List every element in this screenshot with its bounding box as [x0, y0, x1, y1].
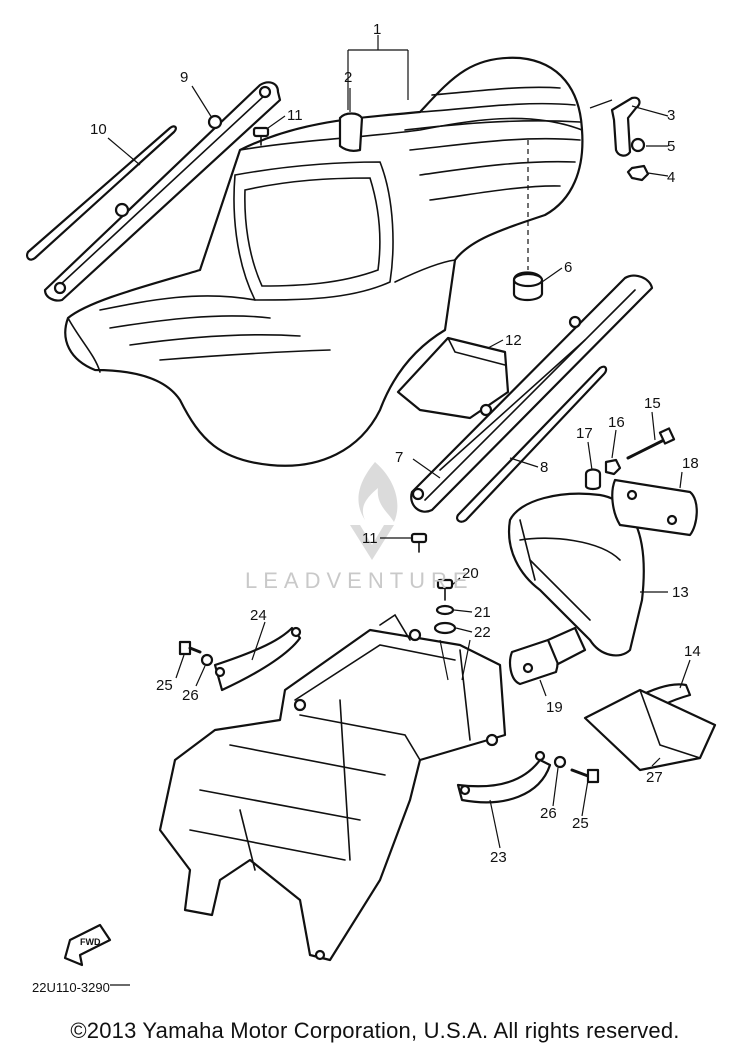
nut-small-icon	[604, 458, 622, 476]
callout-21: 21	[474, 604, 491, 621]
callout-5: 5	[667, 138, 675, 155]
seat-rail-right	[410, 274, 654, 513]
callout-17: 17	[576, 425, 593, 442]
bolt-right-icon	[570, 768, 600, 784]
callout-23: 23	[490, 849, 507, 866]
callout-11-lower: 11	[362, 530, 378, 547]
callout-18: 18	[682, 455, 699, 472]
callout-25-right: 25	[572, 815, 589, 832]
callout-13: 13	[672, 584, 689, 601]
leader-lines	[107, 35, 691, 986]
bolt-left-icon	[178, 640, 202, 656]
washer-left-icon	[200, 653, 214, 667]
battery-tray	[583, 688, 717, 772]
watermark-logo-icon	[350, 462, 398, 560]
seat-strip-left	[26, 125, 177, 261]
screw-small-icon	[436, 578, 454, 601]
callout-2: 2	[344, 69, 352, 86]
callout-8: 8	[540, 459, 548, 476]
callout-7: 7	[395, 449, 403, 466]
collar-icon	[584, 468, 602, 491]
bracket	[610, 96, 641, 157]
callout-26-left: 26	[182, 687, 199, 704]
callout-20: 20	[462, 565, 479, 582]
callout-15: 15	[644, 395, 661, 412]
callout-25-left: 25	[156, 677, 173, 694]
rear-frame	[158, 613, 507, 962]
washer-icon	[630, 137, 646, 153]
grab-handle-right	[456, 758, 552, 804]
callout-22: 22	[474, 624, 491, 641]
callout-10: 10	[90, 121, 107, 138]
fwd-arrow-icon: FWD	[63, 923, 112, 967]
screw-lower-icon	[410, 532, 428, 553]
grab-handle-left	[213, 626, 302, 692]
callout-12: 12	[505, 332, 522, 349]
cover-plate	[611, 478, 698, 537]
seat-strip-right	[456, 365, 608, 523]
callout-27: 27	[646, 769, 663, 786]
copyright-notice: ©2013 Yamaha Motor Corporation, U.S.A. A…	[70, 1018, 680, 1043]
nut-icon	[626, 164, 650, 182]
bolt-icon	[626, 427, 676, 460]
watermark-text: LEADVENTURE	[245, 568, 474, 593]
callout-11-upper: 11	[287, 107, 303, 124]
washer-21-icon	[435, 604, 455, 616]
callout-24: 24	[250, 607, 267, 624]
callout-16: 16	[608, 414, 625, 431]
connector	[509, 626, 587, 686]
washer-right-icon	[553, 755, 567, 769]
callout-3: 3	[667, 107, 675, 124]
callout-6: 6	[564, 259, 572, 276]
drawing-code: 22U110-3290	[32, 980, 110, 995]
callout-19: 19	[546, 699, 563, 716]
washer-22-icon	[433, 621, 457, 635]
callout-4: 4	[667, 169, 675, 186]
seat-assembly	[64, 56, 584, 467]
screw-upper-icon	[252, 126, 270, 146]
callout-9: 9	[180, 69, 188, 86]
callout-1: 1	[373, 21, 381, 38]
callout-26-right: 26	[540, 805, 557, 822]
fwd-label: FWD	[80, 937, 101, 947]
exploded-parts-diagram: FWD	[26, 21, 717, 986]
callout-14: 14	[684, 643, 701, 660]
seat-rail-left	[43, 81, 282, 302]
